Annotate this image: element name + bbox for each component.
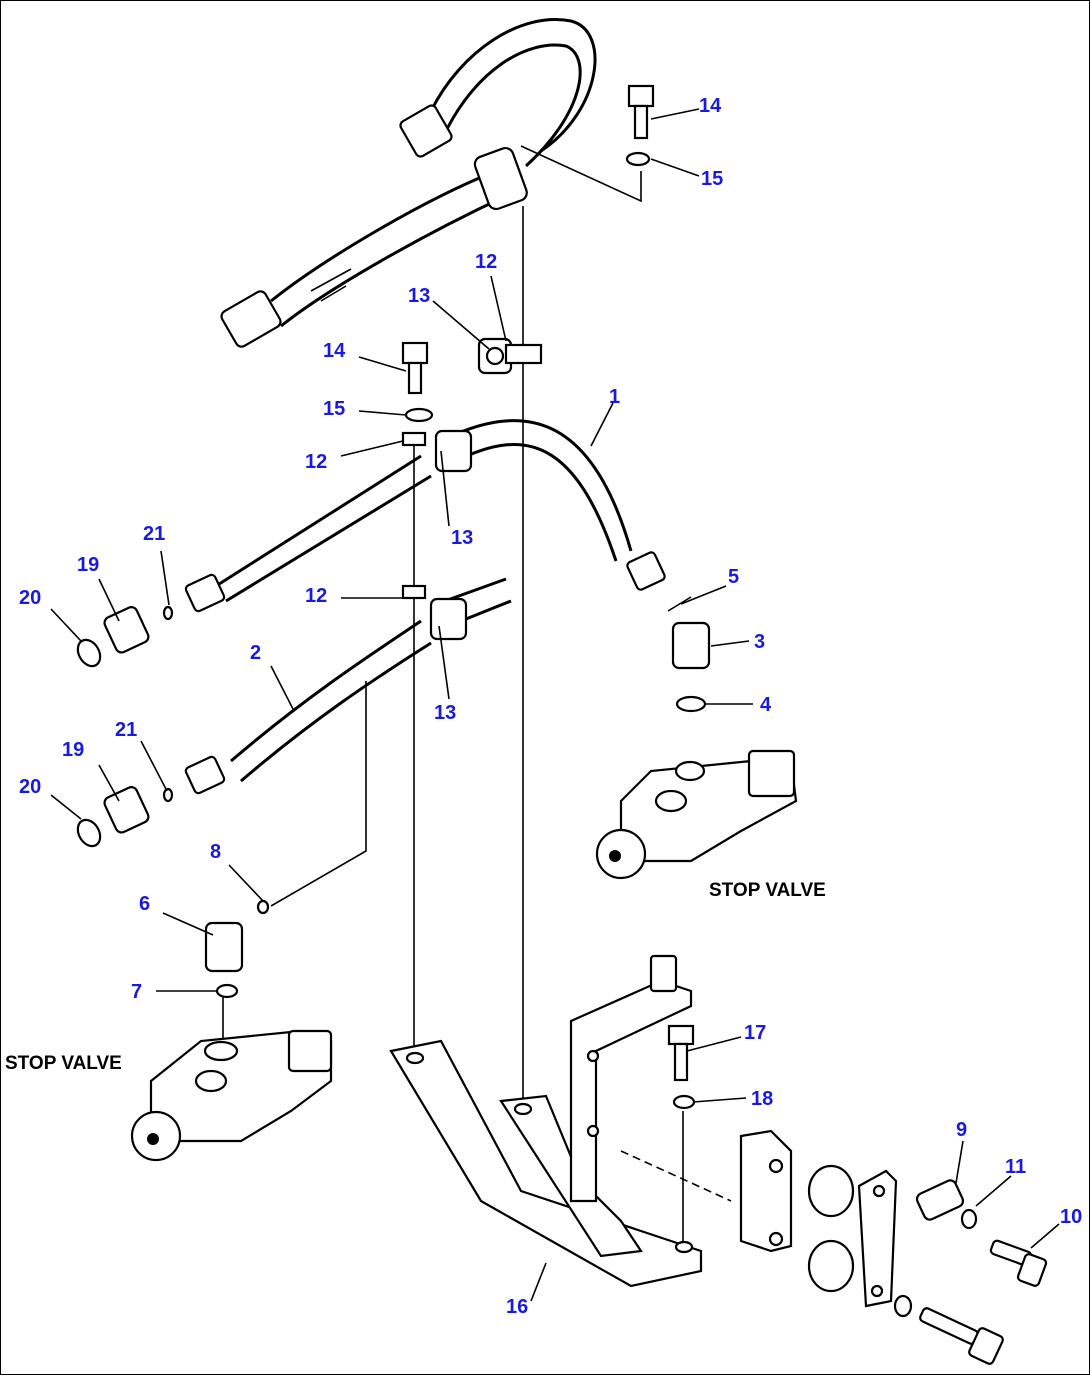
leader-block <box>620 1150 732 1202</box>
bolt-14-top <box>625 84 655 167</box>
bolt-10 <box>989 1239 1048 1287</box>
fitting-19-top <box>76 605 174 668</box>
callout-14-mid: 14 <box>323 340 346 362</box>
callout-6: 6 <box>139 893 150 915</box>
callout-3: 3 <box>754 631 765 653</box>
callout-19-bottom: 19 <box>62 739 84 761</box>
callout-18: 18 <box>751 1088 773 1110</box>
callout-14-top: 14 <box>699 95 722 117</box>
callout-17: 17 <box>744 1022 766 1044</box>
clamp-tab-12a <box>401 431 427 447</box>
callout-20-bottom: 20 <box>19 776 41 798</box>
bolt-14-mid <box>401 341 434 423</box>
callout-15-top: 15 <box>701 168 723 190</box>
callout-12-upper: 12 <box>475 251 497 273</box>
callout-21-top: 21 <box>143 523 165 545</box>
fitting-19-bottom <box>76 786 174 848</box>
callout-13-hose1: 13 <box>451 527 473 549</box>
leader-8 <box>270 681 367 907</box>
callout-13-upper: 13 <box>408 285 430 307</box>
elbow-fitting-3 <box>667 596 711 713</box>
stop-valve-right <box>595 749 798 880</box>
clamp-12-13-mid <box>477 337 543 375</box>
long-bolt <box>893 1294 1004 1365</box>
leader-upper <box>520 145 642 203</box>
callout-2: 2 <box>250 642 261 664</box>
caption-stop-valve-left: STOP VALVE <box>5 1053 122 1074</box>
callout-19-top: 19 <box>77 554 99 576</box>
plate <box>857 1169 898 1308</box>
mount-block <box>739 1129 793 1253</box>
callout-20-top: 20 <box>19 587 41 609</box>
bracket-16 <box>389 954 703 1288</box>
callout-8: 8 <box>210 841 221 863</box>
callout-12-hose2: 12 <box>305 585 327 607</box>
callout-9: 9 <box>956 1119 967 1141</box>
stop-valve-left <box>130 1029 333 1162</box>
callout-4: 4 <box>760 694 772 716</box>
callout-13-hose2: 13 <box>434 702 456 724</box>
callout-leaders <box>50 108 1060 1302</box>
callout-10: 10 <box>1060 1206 1082 1228</box>
hose-2 <box>184 577 512 795</box>
upper-hose <box>220 18 597 348</box>
elbow-fitting-6 <box>204 899 270 1046</box>
callout-15-mid: 15 <box>323 398 345 420</box>
washer-11 <box>960 1208 978 1230</box>
callout-1: 1 <box>609 386 620 408</box>
bolt-17 <box>667 1024 696 1110</box>
caption-stop-valve-right: STOP VALVE <box>709 880 826 901</box>
bushings <box>807 1164 855 1293</box>
callout-12-hose1: 12 <box>305 451 327 473</box>
callout-21-bottom: 21 <box>115 719 137 741</box>
callout-5: 5 <box>728 566 739 588</box>
clamp-9 <box>915 1179 965 1221</box>
callout-7: 7 <box>131 981 142 1003</box>
callout-11: 11 <box>1005 1156 1026 1178</box>
clamp-tab-12b <box>401 584 427 600</box>
hose-1 <box>184 419 666 613</box>
callout-16: 16 <box>506 1296 528 1318</box>
